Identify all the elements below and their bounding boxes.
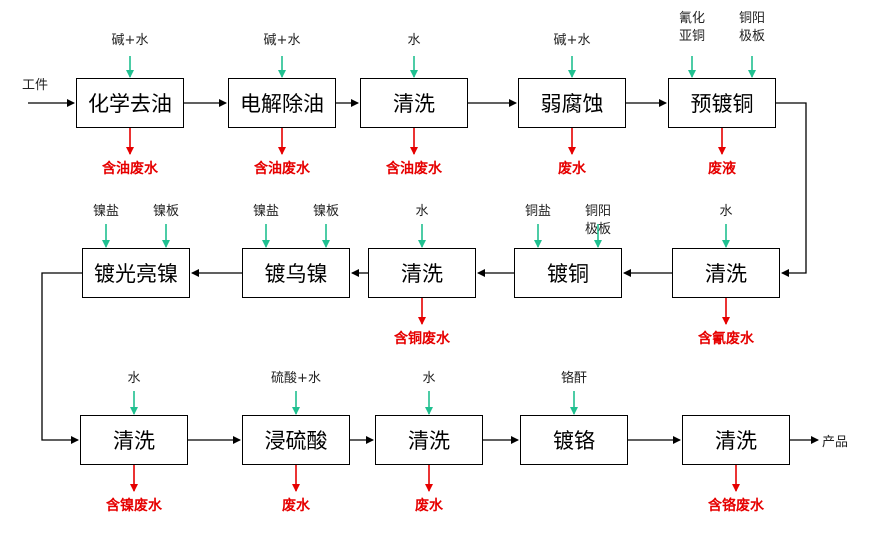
input-material-label: 水 (415, 204, 429, 219)
input-material-label: 水 (127, 371, 141, 386)
waste-output-label: 含铜废水 (394, 331, 450, 347)
input-material-label: 镍盐 (252, 204, 280, 219)
input-material-label: 镍板 (152, 204, 180, 219)
process-step-box: 清洗 (672, 248, 780, 298)
input-material-label: 铜阳极板 (738, 11, 766, 44)
input-material-label: 水 (719, 204, 733, 219)
input-material-label: 碱+水 (111, 33, 149, 48)
process-step-box: 镀铜 (514, 248, 622, 298)
input-material-label: 铜盐 (524, 204, 552, 219)
waste-output-label: 含油废水 (386, 161, 442, 177)
process-step-box: 电解除油 (228, 78, 336, 128)
input-material-label: 镍盐 (92, 204, 120, 219)
process-step-box: 弱腐蚀 (518, 78, 626, 128)
input-material-label: 水 (407, 33, 421, 48)
process-step-box: 浸硫酸 (242, 415, 350, 465)
process-step-box: 预镀铜 (668, 78, 776, 128)
flow-arrow-connector (776, 102, 807, 277)
input-material-label: 碱+水 (263, 33, 301, 48)
input-material-label: 水 (422, 371, 436, 386)
input-material-label: 硫酸+水 (271, 371, 321, 386)
process-step-box: 镀铬 (520, 415, 628, 465)
waste-output-label: 含氰废水 (698, 331, 754, 347)
start-label: 工件 (22, 78, 49, 93)
input-material-label: 铜阳极板 (584, 204, 612, 237)
waste-output-label: 含油废水 (254, 161, 310, 177)
waste-output-label: 废水 (415, 498, 443, 514)
process-step-box: 清洗 (80, 415, 188, 465)
waste-output-label: 含油废水 (102, 161, 158, 177)
waste-output-label: 废水 (282, 498, 310, 514)
flow-arrow-connector (41, 272, 82, 444)
input-material-label: 镍板 (312, 204, 340, 219)
waste-output-label: 废水 (558, 161, 586, 177)
process-step-box: 清洗 (375, 415, 483, 465)
waste-output-label: 含镍废水 (106, 498, 162, 514)
input-material-label: 铬酐 (560, 371, 588, 386)
process-step-box: 清洗 (368, 248, 476, 298)
process-step-box: 镀乌镍 (242, 248, 350, 298)
process-step-box: 清洗 (360, 78, 468, 128)
end-label: 产品 (822, 435, 849, 450)
input-material-label: 碱+水 (553, 33, 591, 48)
process-step-box: 清洗 (682, 415, 790, 465)
waste-output-label: 含铬废水 (708, 498, 764, 514)
input-material-label: 氰化亚铜 (678, 11, 706, 44)
process-step-box: 镀光亮镍 (82, 248, 190, 298)
waste-output-label: 废液 (708, 161, 736, 177)
process-step-box: 化学去油 (76, 78, 184, 128)
